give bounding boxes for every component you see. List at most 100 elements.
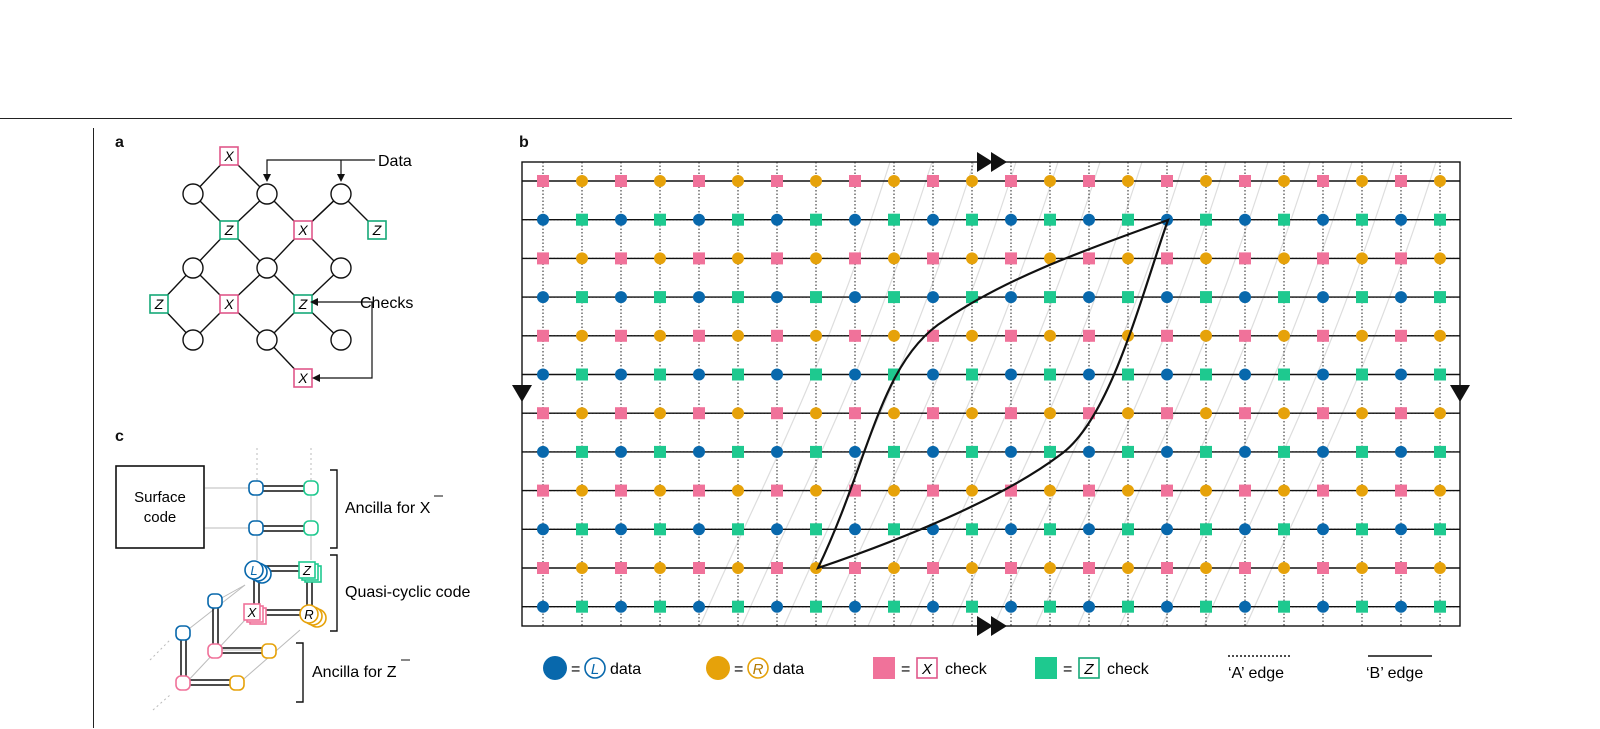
panel-a-data-qubits xyxy=(182,183,352,351)
legend-z-equals: = xyxy=(1063,661,1072,678)
x-check-node xyxy=(927,562,939,574)
legend-l-text: data xyxy=(610,661,641,678)
x-check-node xyxy=(927,407,939,420)
x-check-node xyxy=(1083,562,1095,574)
panel-c-l-stack xyxy=(244,560,272,584)
l-data-node xyxy=(1005,445,1017,458)
r-data-node xyxy=(1356,407,1368,420)
x-check-node xyxy=(849,329,861,342)
r-data-node xyxy=(1200,252,1212,265)
z-check-node xyxy=(1356,523,1368,536)
x-check-node xyxy=(849,407,861,420)
z-check-node xyxy=(1200,523,1212,536)
bottom-double-arrow-2 xyxy=(991,616,1007,636)
x-check-box xyxy=(293,220,313,240)
l-data-node xyxy=(849,291,861,304)
x-check-box xyxy=(219,294,239,314)
l-data-node xyxy=(1239,213,1251,226)
lattice-nodes xyxy=(537,175,1446,613)
x-check-node xyxy=(927,175,939,187)
legend-x-square xyxy=(873,657,895,679)
l-data-node xyxy=(615,368,627,381)
x-check-node xyxy=(615,484,627,497)
l-data-node xyxy=(927,291,939,304)
x-check-node xyxy=(1239,329,1251,342)
l-data-node xyxy=(537,600,549,613)
r-data-node xyxy=(1278,562,1290,574)
panel-c-r-letter: R xyxy=(304,607,313,622)
x-check-node xyxy=(693,175,705,187)
x-check-node xyxy=(1161,329,1173,342)
x-check-node xyxy=(1317,329,1329,342)
panel-letter-a: a xyxy=(115,134,124,151)
l-data-node xyxy=(849,213,861,226)
z-check-node xyxy=(654,213,666,226)
l-data-node xyxy=(693,213,705,226)
l-data-node xyxy=(615,600,627,613)
x-check-node xyxy=(1083,175,1095,187)
x-check-node xyxy=(1161,484,1173,497)
faint-edge xyxy=(783,161,975,627)
r-data-node xyxy=(1200,484,1212,497)
z-check-node xyxy=(1200,368,1212,381)
r-data-node xyxy=(576,175,588,187)
l-data-node xyxy=(693,445,705,458)
x-check-node xyxy=(1083,252,1095,265)
x-check-node xyxy=(1239,562,1251,574)
l-data-node xyxy=(927,213,939,226)
l-data-node xyxy=(537,368,549,381)
z-check-node xyxy=(1278,213,1290,226)
r-data-node xyxy=(966,562,978,574)
z-check-node xyxy=(810,213,822,226)
z-check-node xyxy=(1044,368,1056,381)
z-check-node xyxy=(1278,600,1290,613)
l-data-node xyxy=(1005,600,1017,613)
r-data-node xyxy=(1434,562,1446,574)
r-data-node xyxy=(732,562,744,574)
r-data-node xyxy=(576,329,588,342)
z-check-node xyxy=(1044,291,1056,304)
x-check-node xyxy=(693,329,705,342)
z-check-node xyxy=(810,600,822,613)
l-data-node xyxy=(1161,445,1173,458)
left-arrow xyxy=(512,385,532,402)
z-check-node xyxy=(732,213,744,226)
l-data-node xyxy=(537,445,549,458)
l-data-node xyxy=(1161,291,1173,304)
legend-l-dot xyxy=(543,656,567,680)
r-data-node xyxy=(888,175,900,187)
l-data-node xyxy=(849,445,861,458)
r-data-node xyxy=(1278,484,1290,497)
x-check-node xyxy=(537,329,549,342)
z-check-node xyxy=(810,291,822,304)
r-data-node xyxy=(966,407,978,420)
x-check-node xyxy=(1161,175,1173,187)
l-data-node xyxy=(771,213,783,226)
x-check-node xyxy=(1239,407,1251,420)
z-check-node xyxy=(1122,523,1134,536)
faint-edge xyxy=(1161,161,1353,627)
z-check-node xyxy=(1434,600,1446,613)
r-data-node xyxy=(810,329,822,342)
r-data-node xyxy=(1278,329,1290,342)
r-data-node xyxy=(654,484,666,497)
l-data-node xyxy=(1161,523,1173,536)
z-check-node xyxy=(654,445,666,458)
z-check-node xyxy=(1200,600,1212,613)
z-check-node xyxy=(576,291,588,304)
r-data-node xyxy=(1434,484,1446,497)
panel-c-r-stack xyxy=(299,604,327,628)
legend-r-letter: R xyxy=(753,661,764,678)
z-check-node xyxy=(1044,445,1056,458)
r-data-node xyxy=(1044,329,1056,342)
l-data-node xyxy=(1161,368,1173,381)
x-check-node xyxy=(537,175,549,187)
panel-a-pointer-lines xyxy=(266,159,375,379)
r-data-node xyxy=(966,484,978,497)
x-check-node xyxy=(615,175,627,187)
z-check-node xyxy=(732,291,744,304)
z-check-node xyxy=(576,445,588,458)
l-data-node xyxy=(1239,523,1251,536)
x-check-node xyxy=(927,484,939,497)
x-check-node xyxy=(615,329,627,342)
